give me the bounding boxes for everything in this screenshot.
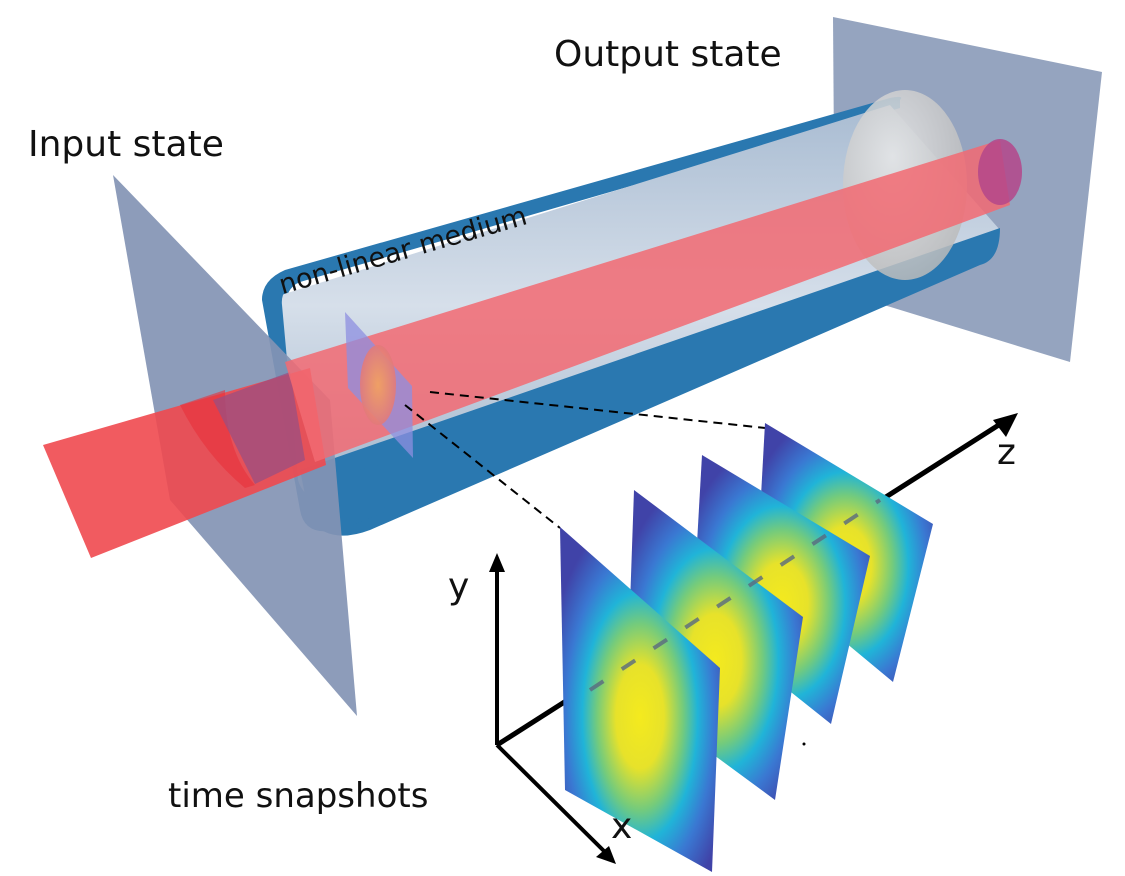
time-snapshots (560, 423, 933, 872)
snapshot-1 (560, 527, 720, 872)
input-state-label: Input state (28, 124, 224, 165)
output-state-label: Output state (554, 34, 782, 75)
time-snapshots-label: time snapshots (168, 776, 429, 816)
x-axis-label: x (611, 806, 633, 847)
x-axis-arrowhead-icon (596, 846, 616, 864)
z-axis-label: z (997, 432, 1016, 473)
x-axis (495, 743, 610, 857)
snapshot-3 (693, 455, 870, 724)
propagating-beam (285, 140, 1010, 462)
y-axis-label: y (448, 566, 470, 607)
zoom-line-top (429, 391, 766, 429)
zoom-line-bottom (404, 404, 561, 529)
z-axis-arrowhead-icon (993, 413, 1018, 437)
y-axis-arrowhead-icon (489, 553, 505, 572)
